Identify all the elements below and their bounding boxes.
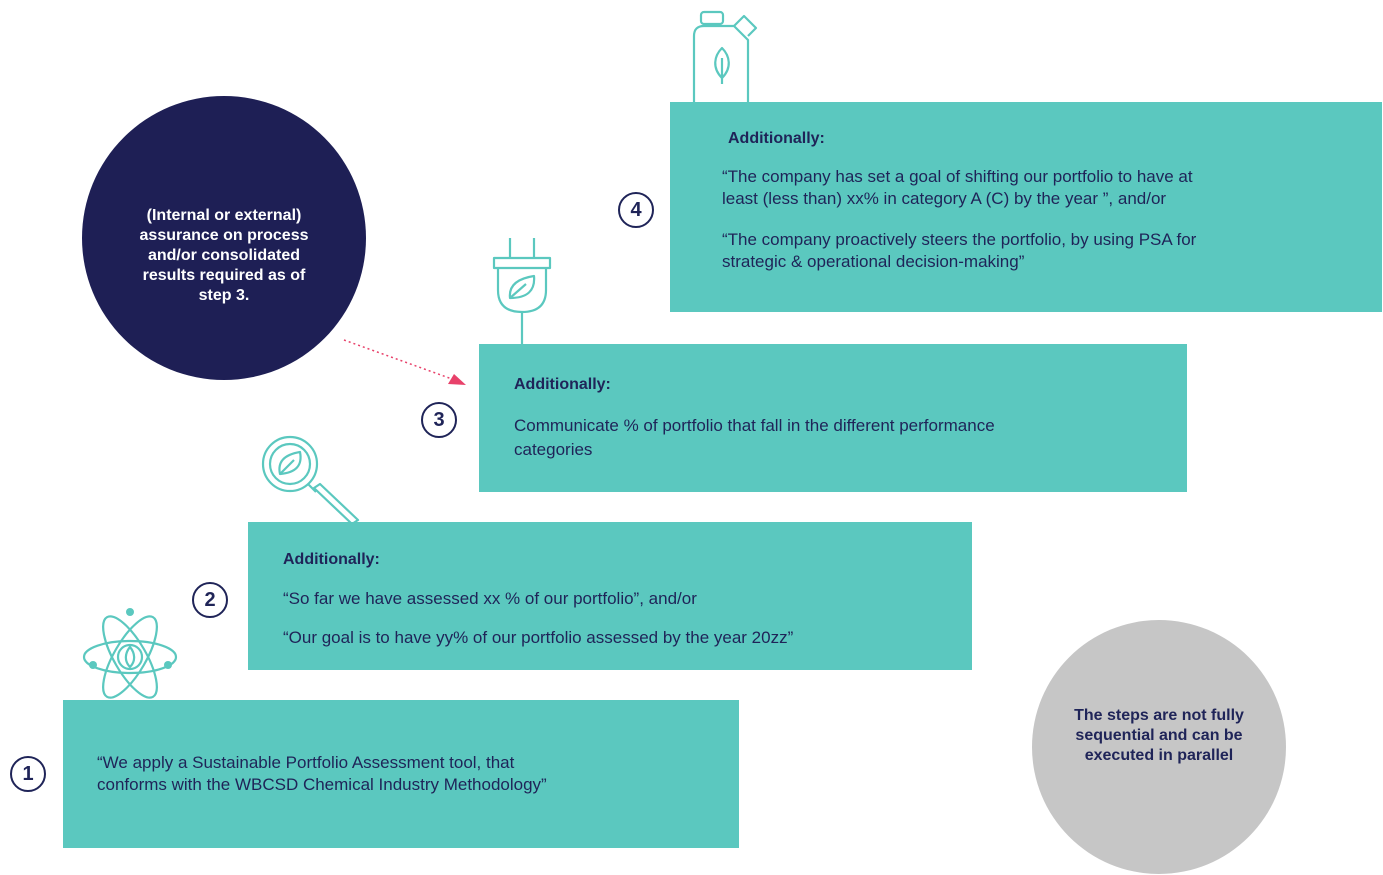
- parallel-note-circle: The steps are not fully sequential and c…: [1032, 620, 1286, 874]
- step-1-text-line: conforms with the WBCSD Chemical Industr…: [97, 775, 547, 794]
- step-2-number: 2: [192, 582, 228, 618]
- step-4-text-line: “The company has set a goal of shifting …: [722, 167, 1193, 186]
- step-2-heading: Additionally:: [283, 551, 380, 568]
- parallel-note-text: The steps are not fully sequential and c…: [1074, 707, 1244, 764]
- step-4-text-line: least (less than) xx% in category A (C) …: [722, 189, 1167, 208]
- step-1-number: 1: [10, 756, 46, 792]
- step-3-text-line: Communicate % of portfolio that fall in …: [514, 416, 995, 435]
- step-2-text-line: “Our goal is to have yy% of our portfoli…: [283, 628, 794, 647]
- step-4-text-line: “The company proactively steers the port…: [722, 230, 1197, 249]
- magnifier-leaf-icon: [261, 435, 360, 526]
- step-2-box: Additionally: “So far we have assessed x…: [248, 522, 972, 670]
- jerrycan-leaf-icon: [692, 10, 758, 102]
- step-3-number: 3: [421, 402, 457, 438]
- atom-leaf-icon: [82, 608, 178, 699]
- plug-leaf-icon: [492, 238, 552, 344]
- callout-arrow: [343, 339, 466, 385]
- assurance-callout-text: (Internal or external) assurance on proc…: [139, 207, 309, 304]
- step-1-text-line: “We apply a Sustainable Portfolio Assess…: [97, 753, 515, 772]
- step-4-number: 4: [618, 192, 654, 228]
- step-3-text-line: categories: [514, 440, 593, 459]
- step-3-box: Additionally: Communicate % of portfolio…: [479, 344, 1187, 492]
- step-3-heading: Additionally:: [514, 376, 611, 393]
- step-4-text-line: strategic & operational decision-making”: [722, 252, 1025, 271]
- step-4-box: Additionally: “The company has set a goa…: [670, 102, 1382, 312]
- step-4-heading: Additionally:: [728, 130, 825, 147]
- assurance-callout-circle: (Internal or external) assurance on proc…: [82, 96, 366, 380]
- step-2-text-line: “So far we have assessed xx % of our por…: [283, 589, 697, 608]
- step-1-box: “We apply a Sustainable Portfolio Assess…: [63, 700, 739, 848]
